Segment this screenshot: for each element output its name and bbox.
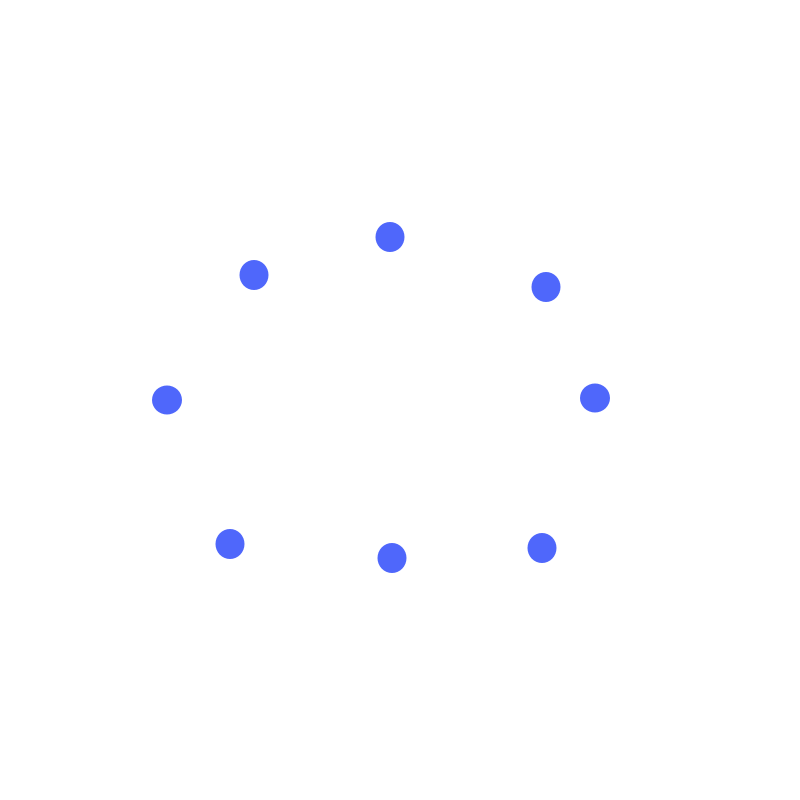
dot-top (375, 222, 405, 252)
dot-top-right (531, 272, 561, 302)
dot-right (580, 383, 610, 413)
dot-bottom (377, 543, 407, 573)
dot-left (152, 385, 182, 415)
dot-top-left (239, 260, 269, 290)
dot-bottom-left (215, 529, 245, 559)
dot-bottom-right (527, 533, 557, 563)
